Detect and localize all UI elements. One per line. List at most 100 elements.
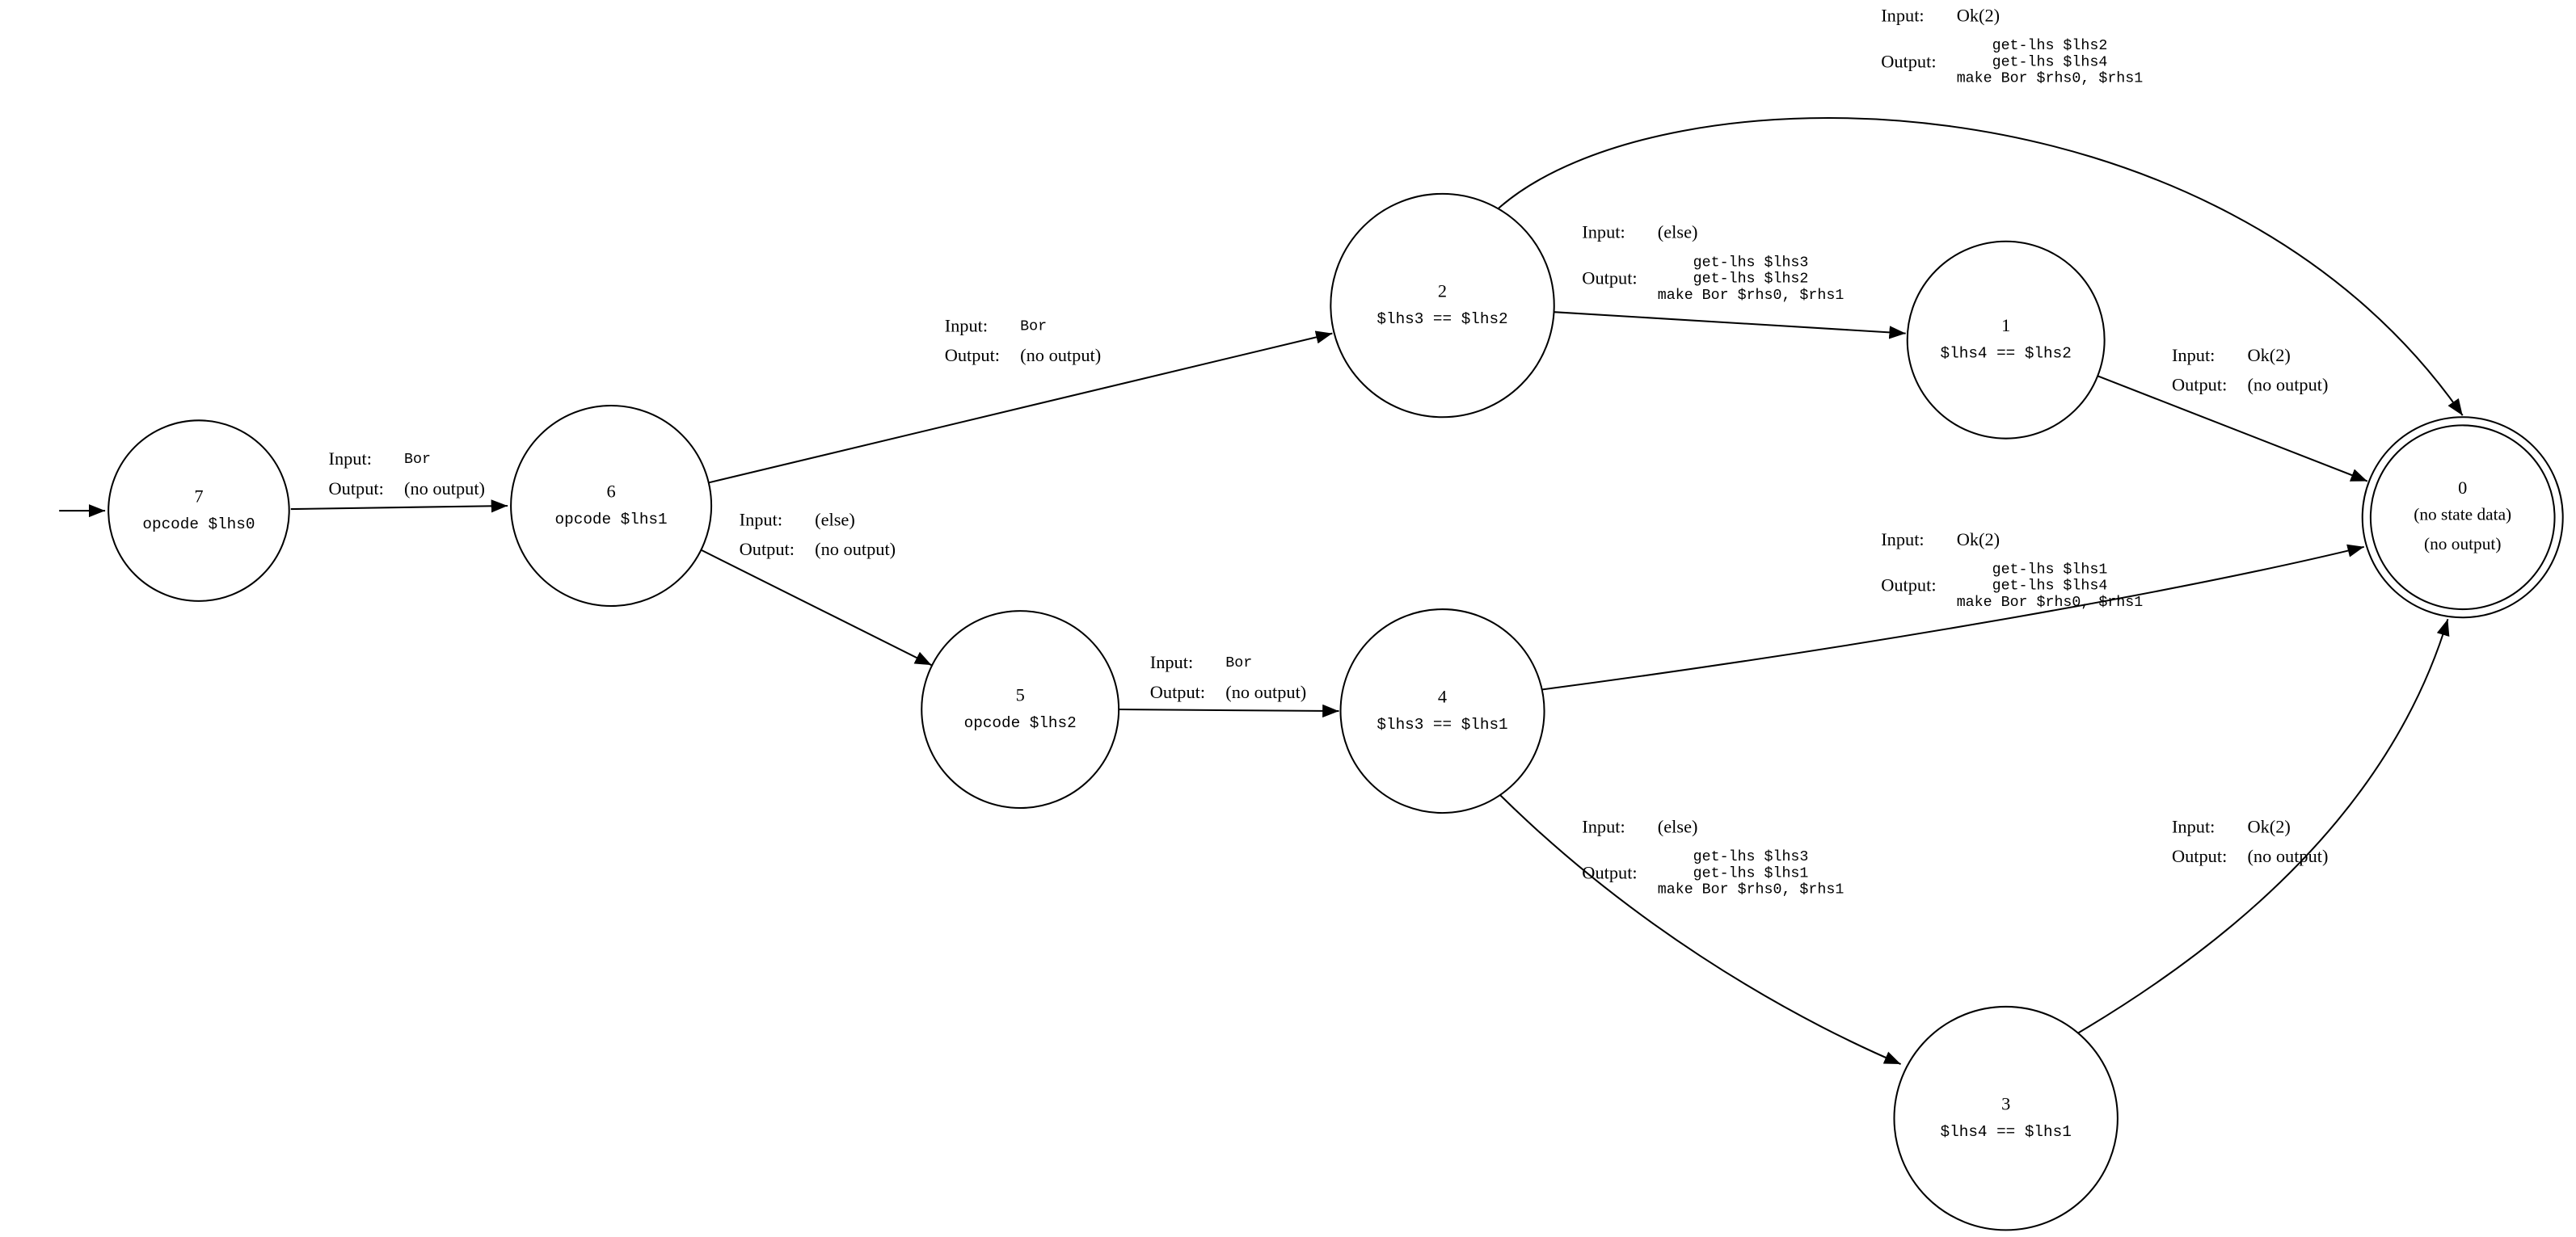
edge-output-row: Output: get-lhs $lhs3 get-lhs $lhs2 make… bbox=[1582, 255, 1844, 304]
edge-output-row: Output: get-lhs $lhs1 get-lhs $lhs4 make… bbox=[1881, 562, 2143, 611]
node-sub: opcode $lhs1 bbox=[554, 510, 668, 528]
state-node-4: 4 $lhs3 == $lhs1 bbox=[1377, 688, 1508, 734]
state-node-7: 7 opcode $lhs0 bbox=[142, 487, 255, 534]
edge-4-0 bbox=[1541, 544, 2365, 691]
edge-output-row: Output: (no output) bbox=[2172, 377, 2329, 395]
node-id: 7 bbox=[194, 487, 204, 507]
input-value: Ok(2) bbox=[2247, 818, 2291, 838]
input-label: Input: bbox=[1881, 6, 1925, 27]
input-label: Input: bbox=[1582, 223, 1625, 243]
node-circle-3 bbox=[1893, 1005, 2119, 1231]
output-line: get-lhs $lhs3 bbox=[1693, 848, 1809, 866]
input-value: Ok(2) bbox=[1956, 6, 2001, 27]
output-label: Output: bbox=[1582, 268, 1638, 288]
output-label: Output: bbox=[1881, 52, 1937, 72]
state-node-0: 0 (no state data) (no output) bbox=[2414, 478, 2512, 554]
output-value: (no output) bbox=[2247, 376, 2329, 396]
output-label: Output: bbox=[944, 346, 1001, 367]
output-line: make Bor $rhs0, $rhs1 bbox=[1956, 70, 2144, 87]
node-circle-7 bbox=[108, 419, 290, 602]
edge-output-row: Output: get-lhs $lhs3 get-lhs $lhs1 make… bbox=[1582, 849, 1844, 898]
output-value: get-lhs $lhs3 get-lhs $lhs2 make Bor $rh… bbox=[1658, 255, 1845, 304]
edge-3-0 bbox=[2077, 618, 2450, 1034]
output-label: Output: bbox=[739, 540, 795, 561]
output-value: get-lhs $lhs3 get-lhs $lhs1 make Bor $rh… bbox=[1658, 849, 1845, 898]
node-id: 4 bbox=[1437, 688, 1448, 708]
edge-5-4 bbox=[1119, 704, 1339, 718]
input-value: (else) bbox=[815, 511, 855, 531]
output-line: get-lhs $lhs2 bbox=[1693, 271, 1809, 288]
edge-input-row: Input: (else) bbox=[1582, 223, 1844, 243]
output-label: Output: bbox=[1582, 863, 1638, 883]
edge-6-2 bbox=[707, 330, 1333, 484]
edge-4-3 bbox=[1499, 794, 1902, 1065]
output-label: Output: bbox=[2171, 847, 2228, 868]
input-value: (else) bbox=[1657, 223, 1698, 243]
edge-label-6-5: Input: (else) Output: (no output) bbox=[739, 511, 896, 561]
edge-output-row: Output: (no output) bbox=[944, 346, 1102, 367]
input-label: Input: bbox=[944, 317, 989, 337]
edge-input-row: Input: Ok(2) bbox=[1881, 532, 2143, 550]
edge-input-row: Input: Ok(2) bbox=[2171, 818, 2329, 838]
node-sub: $lhs3 == $lhs1 bbox=[1377, 715, 1508, 734]
node-sub: (no state data) bbox=[2414, 507, 2512, 525]
node-id: 6 bbox=[606, 482, 616, 503]
state-node-2: 2 $lhs3 == $lhs2 bbox=[1377, 282, 1508, 328]
edge-output-row: Output: get-lhs $lhs2 get-lhs $lhs4 make… bbox=[1881, 38, 2143, 87]
edge-1-0 bbox=[2097, 375, 2368, 482]
edge-label-7-6: Input: Bor Output: (no output) bbox=[328, 449, 486, 499]
node-circle-2 bbox=[1330, 192, 1555, 419]
edge-7-6 bbox=[290, 499, 508, 513]
output-label: Output: bbox=[1149, 683, 1206, 703]
state-node-3: 3 $lhs4 == $lhs1 bbox=[1941, 1096, 2072, 1140]
input-value: (else) bbox=[1657, 818, 1698, 838]
input-value: Bor bbox=[403, 451, 431, 469]
node-id: 1 bbox=[2001, 316, 2011, 337]
edge-input-row: Input: Ok(2) bbox=[2171, 346, 2329, 367]
node-circle-6 bbox=[510, 405, 713, 608]
output-value: (no output) bbox=[2247, 847, 2329, 868]
state-node-1: 1 $lhs4 == $lhs2 bbox=[1941, 318, 2072, 362]
output-line: make Bor $rhs0, $rhs1 bbox=[1657, 881, 1845, 898]
edge-label-5-4: Input: Bor Output: (no output) bbox=[1149, 654, 1307, 703]
output-value: (no output) bbox=[403, 479, 486, 499]
input-label: Input: bbox=[2171, 818, 2216, 838]
output-value: (no output) bbox=[815, 540, 896, 561]
node-circle-0-inner bbox=[2369, 424, 2556, 611]
node-id: 0 bbox=[2458, 478, 2468, 499]
edge-input-row: Input: Bor bbox=[945, 318, 1102, 336]
node-sub: $lhs3 == $lhs2 bbox=[1377, 309, 1508, 328]
output-line: get-lhs $lhs4 bbox=[1992, 578, 2108, 595]
edge-label-4-3: Input: (else) Output: get-lhs $lhs3 get-… bbox=[1582, 818, 1844, 898]
state-node-5: 5 opcode $lhs2 bbox=[963, 687, 1077, 732]
input-label: Input: bbox=[328, 449, 372, 470]
edge-output-row: Output: (no output) bbox=[2171, 847, 2329, 868]
input-label: Input: bbox=[739, 511, 783, 531]
edge-label-2-0: Input: Ok(2) Output: get-lhs $lhs2 get-l… bbox=[1881, 6, 2143, 87]
node-id: 2 bbox=[1437, 282, 1448, 302]
output-label: Output: bbox=[1881, 575, 1937, 595]
output-label: Output: bbox=[328, 479, 384, 499]
input-label: Input: bbox=[2171, 346, 2216, 367]
edge-output-row: Output: (no output) bbox=[1149, 683, 1307, 703]
output-value: (no output) bbox=[1020, 346, 1102, 367]
input-label: Input: bbox=[1582, 818, 1625, 838]
edge-2-1 bbox=[1554, 311, 1906, 339]
edge-input-row: Input: Ok(2) bbox=[1881, 6, 2143, 27]
edge-output-row: Output: (no output) bbox=[328, 479, 486, 499]
edge-output-row: Output: (no output) bbox=[739, 540, 896, 561]
node-sub: opcode $lhs2 bbox=[963, 713, 1077, 732]
edge-input-row: Input: (else) bbox=[1582, 818, 1844, 838]
node-sub: opcode $lhs0 bbox=[142, 515, 255, 534]
output-line: make Bor $rhs0, $rhs1 bbox=[1657, 287, 1845, 305]
output-line: get-lhs $lhs4 bbox=[1992, 54, 2108, 71]
node-id: 3 bbox=[2001, 1095, 2011, 1115]
output-line: get-lhs $lhs3 bbox=[1693, 255, 1809, 271]
output-value: get-lhs $lhs1 get-lhs $lhs4 make Bor $rh… bbox=[1957, 562, 2144, 611]
edge-input-row: Input: Bor bbox=[1150, 654, 1307, 673]
input-value: Bor bbox=[1225, 654, 1253, 672]
edge-label-2-1: Input: (else) Output: get-lhs $lhs3 get-… bbox=[1582, 223, 1844, 304]
edge-2-0 bbox=[1497, 117, 2464, 416]
